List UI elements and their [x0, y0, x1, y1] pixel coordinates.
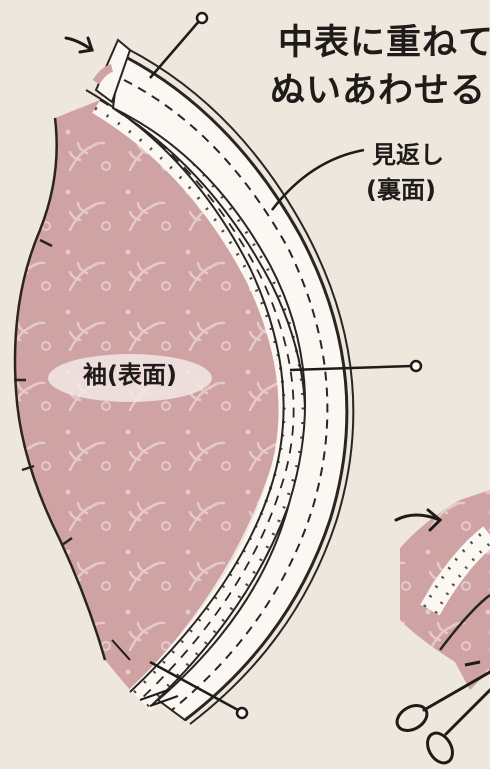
- sleeve-label: 袖(表面): [83, 361, 177, 389]
- instruction-line-1: 中表に重ねて: [278, 23, 490, 63]
- pin-icon: [289, 359, 423, 373]
- pin-icon: [149, 660, 249, 720]
- facing-side-label: (裏面): [366, 176, 436, 204]
- instruction-line-2: ぬいあわせる: [270, 71, 487, 111]
- facing-label: 見返し: [372, 141, 444, 169]
- svg-text:・ ・ ・ ・ ・: ・ ・ ・ ・ ・: [310, 0, 490, 14]
- arrow-icon: [394, 508, 443, 532]
- scissors-icon: [395, 670, 490, 765]
- second-piece: [400, 490, 490, 690]
- pin-icon: [149, 11, 209, 79]
- facing-leader-line: [271, 148, 365, 211]
- top-corner: [92, 38, 132, 104]
- arrow-icon: [64, 36, 94, 54]
